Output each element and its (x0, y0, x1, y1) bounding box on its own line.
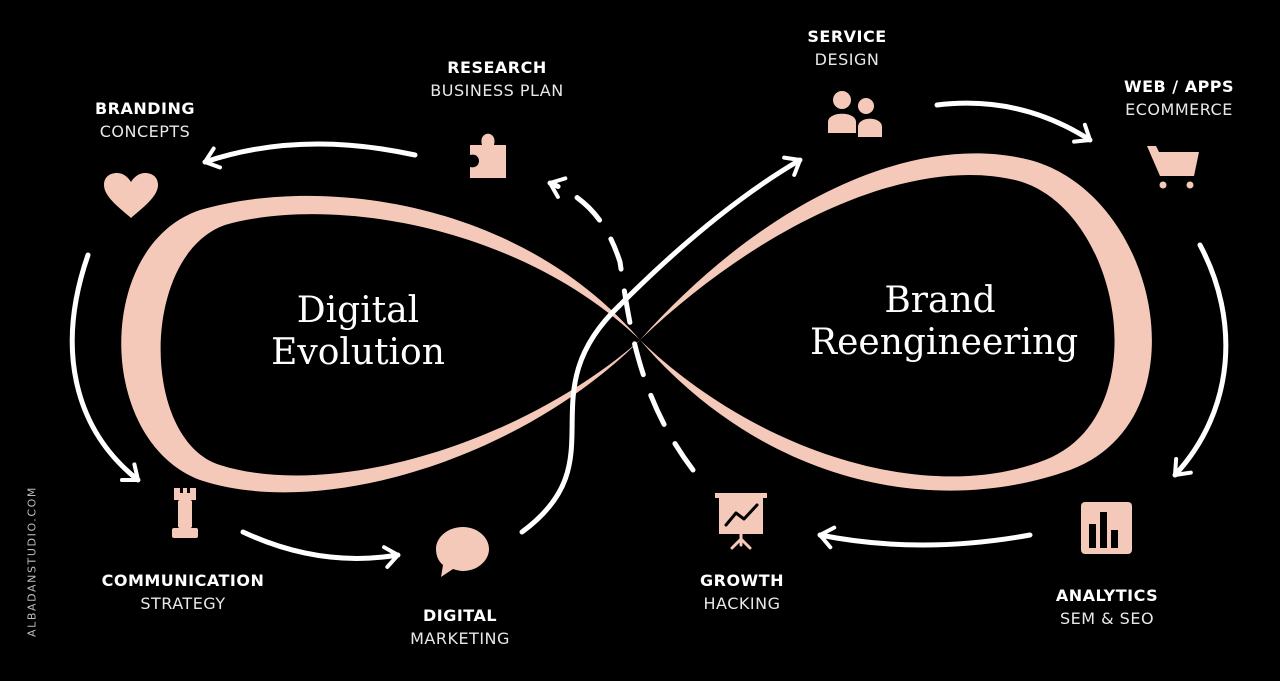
label-service: SERVICE DESIGN (787, 25, 907, 71)
web-title: WEB / APPS (1123, 77, 1235, 96)
research-subtitle: BUSINESS PLAN (430, 81, 564, 100)
arrow-communication-to-digital (240, 529, 401, 569)
label-digital: DIGITAL MARKETING (385, 604, 535, 650)
service-subtitle: DESIGN (814, 50, 880, 69)
flow-arrows (69, 100, 1229, 569)
users-icon (828, 91, 882, 137)
left-title-line-1: Digital (296, 290, 420, 331)
digital-title: DIGITAL (422, 606, 498, 625)
cart-icon (1147, 146, 1199, 189)
right-title-line-1: Brand (884, 280, 996, 321)
speech-bubble-icon (436, 527, 489, 577)
arrow-web-to-analytics (1172, 242, 1229, 478)
left-title-line-2: Evolution (271, 332, 445, 373)
arrow-growth-to-research (547, 176, 696, 473)
puzzle-icon (470, 133, 506, 178)
branding-subtitle: CONCEPTS (99, 122, 191, 141)
right-title-line-2: Reengineering (810, 322, 1079, 363)
label-research: RESEARCH BUSINESS PLAN (402, 56, 592, 102)
arrow-service-to-web (934, 100, 1093, 144)
heart-icon (104, 173, 158, 218)
analytics-subtitle: SEM & SEO (1059, 609, 1155, 628)
watermark: ALBADANSTUDIO.COM (25, 486, 39, 637)
bar-chart-icon (1081, 502, 1132, 554)
label-branding: BRANDING CONCEPTS (60, 97, 230, 143)
analytics-title: ANALYTICS (1055, 586, 1159, 605)
ribbon-left-loop (121, 195, 640, 493)
service-title: SERVICE (807, 27, 887, 46)
arrow-digital-to-service (519, 155, 803, 535)
ribbon-right-loop (640, 153, 1152, 491)
growth-subtitle: HACKING (703, 594, 781, 613)
digital-subtitle: MARKETING (410, 629, 510, 648)
communication-subtitle: STRATEGY (140, 594, 226, 613)
label-web: WEB / APPS ECOMMERCE (1099, 75, 1259, 121)
label-communication: COMMUNICATION STRATEGY (83, 569, 283, 615)
presentation-chart-icon (715, 493, 767, 550)
infinity-ribbon (121, 153, 1152, 493)
communication-title: COMMUNICATION (101, 571, 265, 590)
research-title: RESEARCH (447, 58, 547, 77)
label-growth: GROWTH HACKING (672, 569, 812, 615)
chess-rook-icon (172, 488, 198, 538)
growth-title: GROWTH (699, 571, 784, 590)
arrow-branding-to-communication (69, 252, 141, 483)
left-loop-title: Digital Evolution (258, 290, 458, 374)
label-analytics: ANALYTICS SEM & SEO (1037, 584, 1177, 630)
arrow-research-to-branding (202, 141, 418, 170)
web-subtitle: ECOMMERCE (1125, 100, 1233, 119)
branding-title: BRANDING (94, 99, 196, 118)
arrow-analytics-to-growth (817, 525, 1033, 550)
right-loop-title: Brand Reengineering (810, 280, 1079, 364)
